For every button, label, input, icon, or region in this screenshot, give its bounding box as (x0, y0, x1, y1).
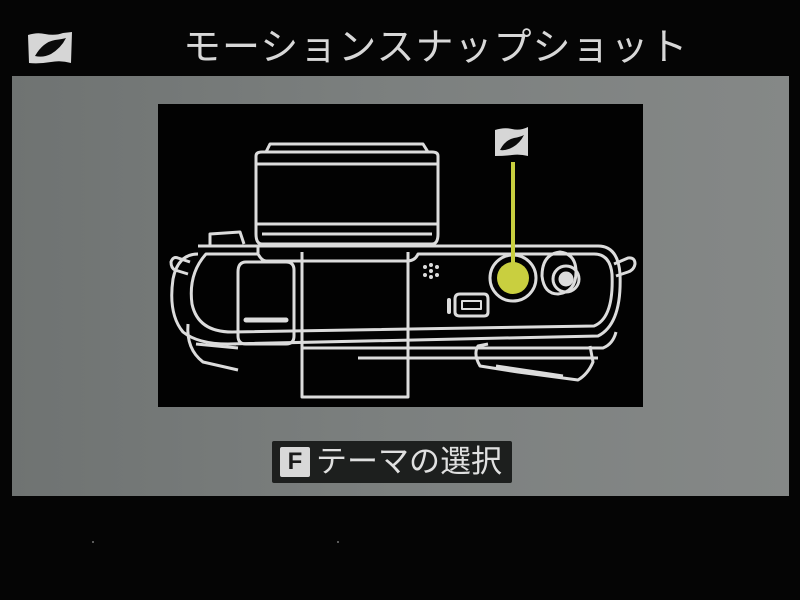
sensor-dust (337, 541, 339, 543)
sensor-dust (92, 541, 94, 543)
motion-snapshot-flag-icon (495, 127, 528, 156)
page-title: モーションスナップショット (183, 25, 689, 69)
theme-select-hint[interactable]: F テーマの選択 (272, 441, 512, 483)
motion-snapshot-flag-icon (25, 30, 75, 66)
theme-select-label: テーマの選択 (316, 444, 502, 480)
f-key-badge: F (280, 447, 310, 477)
camera-illustration (158, 104, 643, 407)
